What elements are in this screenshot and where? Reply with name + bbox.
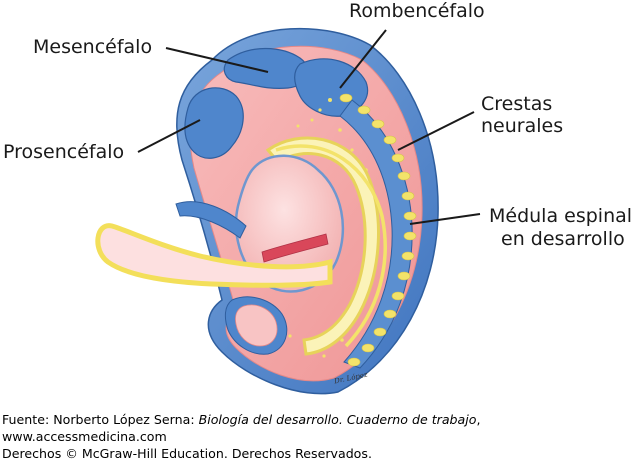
label-rombencefalo: Rombencéfalo [349, 0, 485, 22]
figure-credit: Fuente: Norberto López Serna: Biología d… [2, 411, 638, 462]
label-prosencefalo: Prosencéfalo [3, 141, 125, 163]
mesencephalon-vesicle [223, 48, 310, 89]
neural-crest-beads [339, 93, 417, 367]
pharyngeal-arch [175, 201, 247, 239]
label-crestas-neurales-line2: neurales [481, 115, 564, 137]
credit-source-prefix: Fuente: Norberto López Serna: [2, 412, 199, 427]
label-crestas-neurales-line1: Crestas [481, 93, 553, 115]
embryo-drawing [95, 27, 481, 395]
label-medula-espinal-line2: en desarrollo [501, 228, 625, 250]
leader-rombencefalo [339, 29, 387, 89]
prosencephalon-vesicle [184, 87, 244, 159]
blood-vessel [261, 233, 329, 263]
credit-source-title: Biología del desarrollo. Cuaderno de tra… [198, 412, 477, 427]
leader-prosencefalo [137, 119, 201, 153]
leader-mesencefalo [165, 47, 269, 73]
credit-source-suffix: , [476, 412, 481, 427]
leader-crestas [397, 111, 475, 151]
credit-url[interactable]: www.accessmedicina.com [2, 429, 167, 444]
credit-source-line: Fuente: Norberto López Serna: Biología d… [2, 411, 638, 428]
embryo-illustration [95, 27, 481, 395]
tail-region-inner [235, 304, 278, 347]
label-mesencefalo: Mesencéfalo [33, 36, 153, 58]
leader-lines [137, 29, 481, 225]
leader-medula [409, 213, 481, 225]
credit-rights: Derechos © McGraw-Hill Education. Derech… [2, 446, 372, 461]
label-medula-espinal-line1: Médula espinal [489, 205, 633, 227]
notochord [275, 144, 387, 348]
vitelline-duct-loop [95, 223, 333, 288]
